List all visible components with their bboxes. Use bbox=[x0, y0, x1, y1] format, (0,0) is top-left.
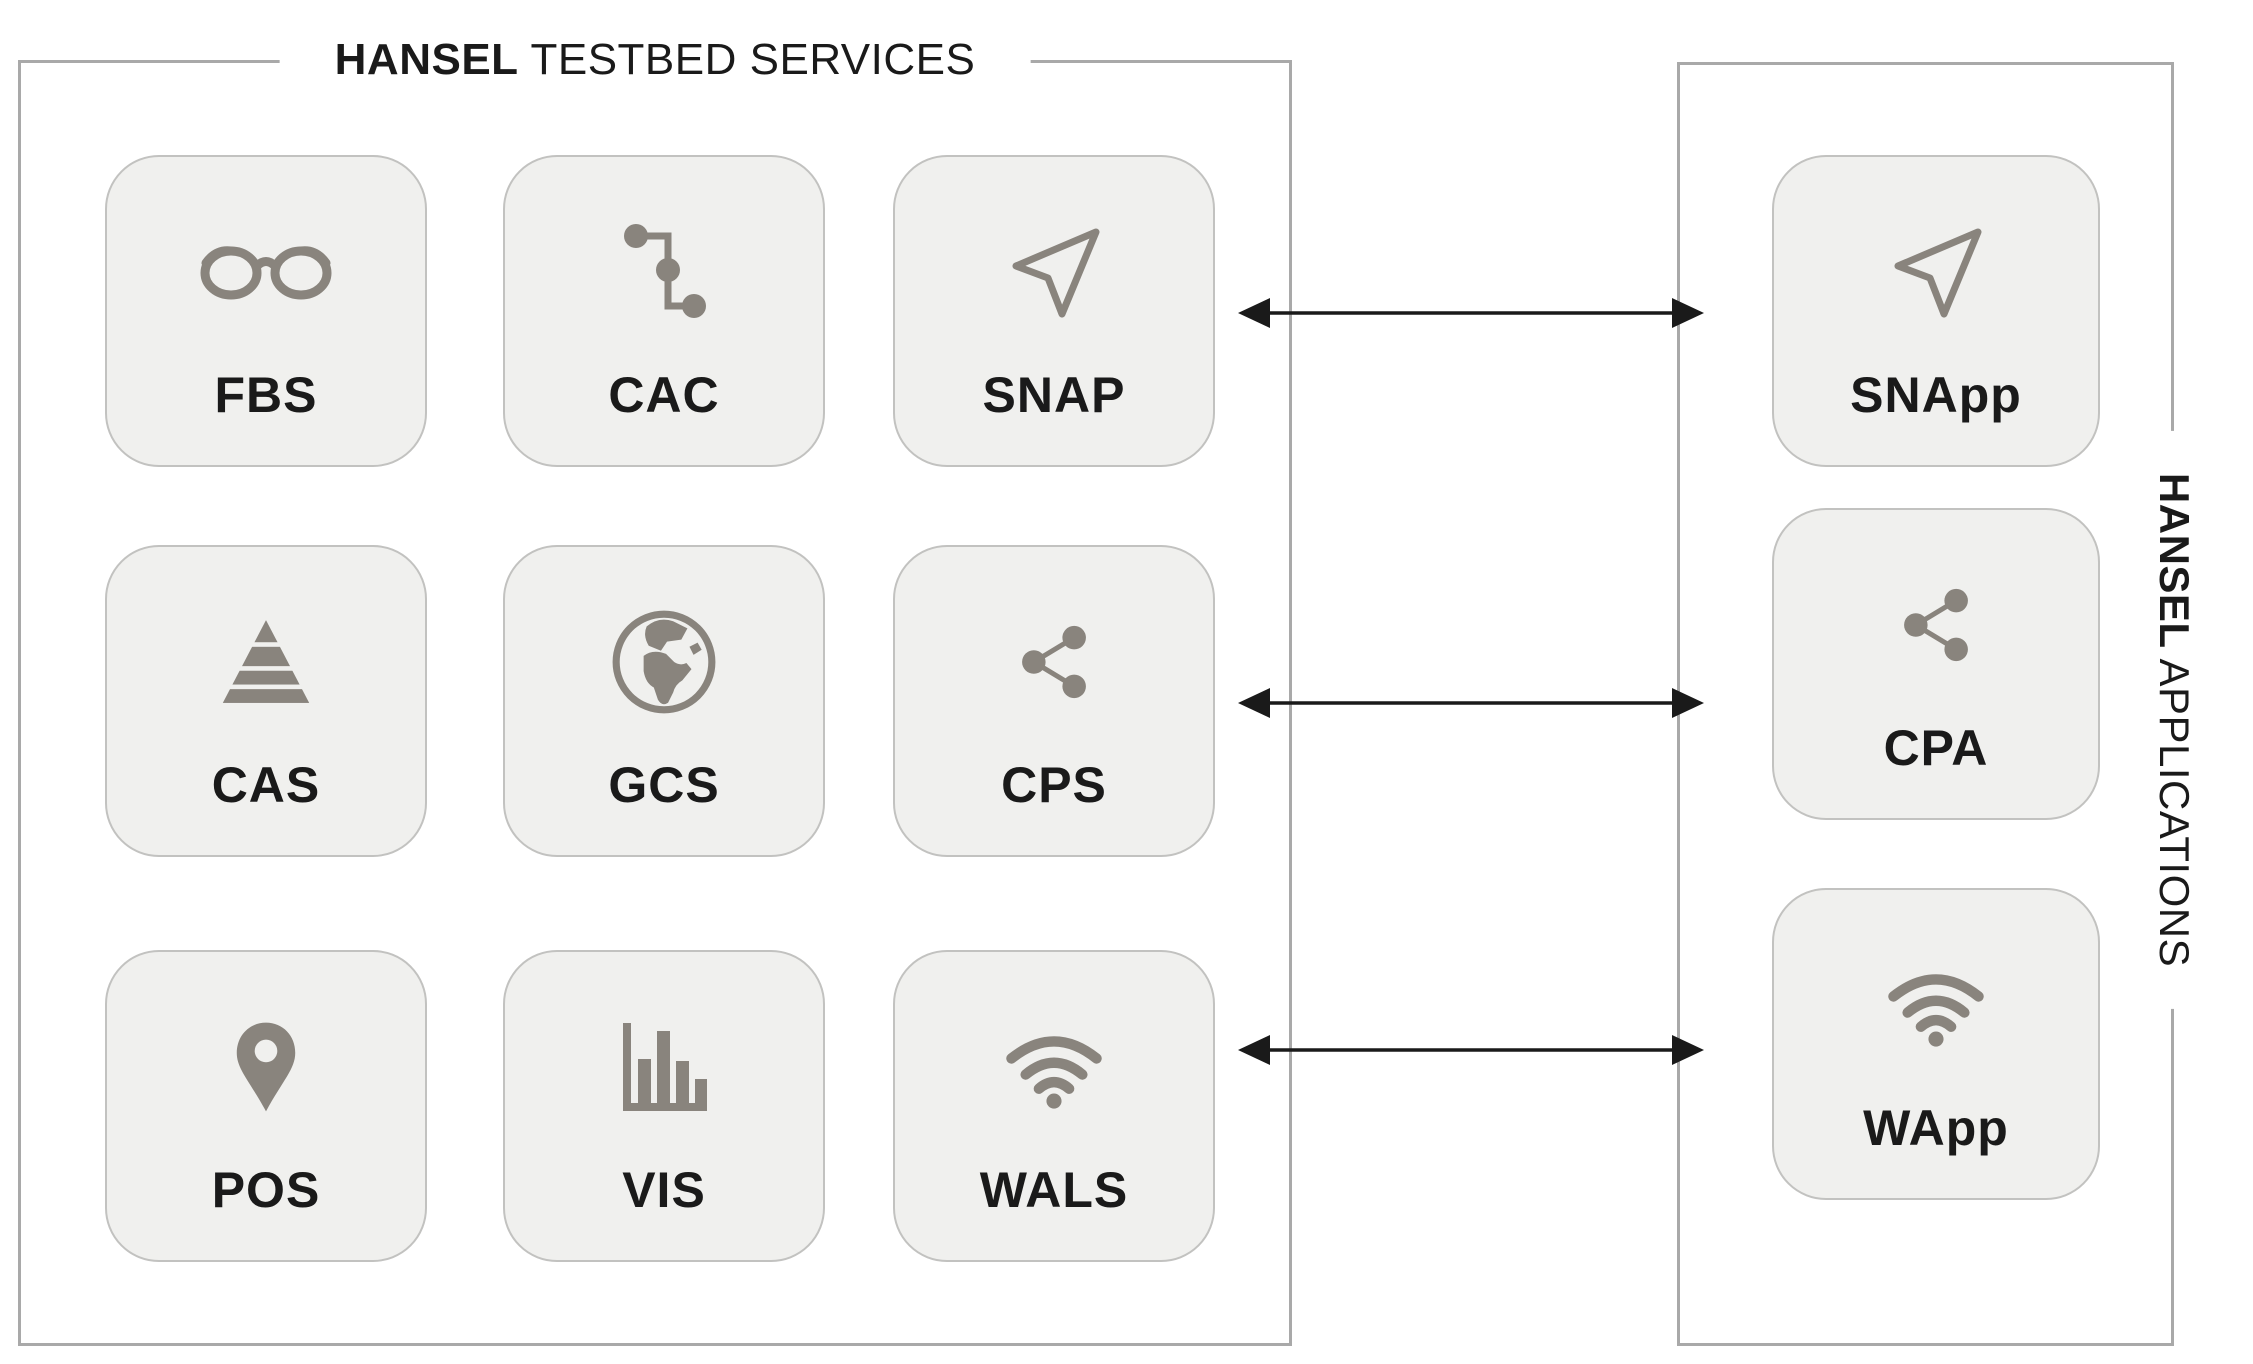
tile-label: WApp bbox=[1863, 1100, 2009, 1156]
map-pin-icon bbox=[233, 986, 299, 1148]
share-nodes-icon bbox=[1894, 544, 1978, 706]
tile-snapp: SNApp bbox=[1772, 155, 2100, 467]
tile-label: SNApp bbox=[1850, 367, 2022, 423]
bar-chart-icon bbox=[614, 986, 714, 1148]
tile-label: CAS bbox=[211, 757, 321, 813]
tile-cps: CPS bbox=[893, 545, 1215, 857]
tile-label: CPS bbox=[1001, 757, 1107, 813]
tile-cac: CAC bbox=[503, 155, 825, 467]
tile-wapp: WApp bbox=[1772, 888, 2100, 1200]
tile-gcs: GCS bbox=[503, 545, 825, 857]
tile-label: WALS bbox=[979, 1162, 1129, 1218]
tile-snap: SNAP bbox=[893, 155, 1215, 467]
bidirectional-arrow-snap-snapp bbox=[1236, 291, 1706, 335]
tile-label: POS bbox=[211, 1162, 321, 1218]
tile-cpa: CPA bbox=[1772, 508, 2100, 820]
title-bold-part: HANSEL bbox=[334, 35, 519, 84]
tile-cas: CAS bbox=[105, 545, 427, 857]
share-nodes-icon bbox=[1012, 581, 1096, 743]
bidirectional-arrow-cps-cpa bbox=[1236, 681, 1706, 725]
layered-pyramid-icon bbox=[220, 581, 312, 743]
tile-label: CAC bbox=[608, 367, 720, 423]
applications-title: HANSEL APPLICATIONS bbox=[2140, 430, 2208, 1010]
glasses-icon bbox=[196, 191, 336, 353]
tile-pos: POS bbox=[105, 950, 427, 1262]
wifi-icon bbox=[1884, 924, 1988, 1086]
tile-label: VIS bbox=[622, 1162, 706, 1218]
commit-path-icon bbox=[616, 191, 712, 353]
tile-vis: VIS bbox=[503, 950, 825, 1262]
globe-icon bbox=[608, 581, 720, 743]
title-rest-part: TESTBED SERVICES bbox=[518, 35, 976, 84]
tile-label: FBS bbox=[214, 367, 318, 423]
tile-wals: WALS bbox=[893, 950, 1215, 1262]
title-bold-part: HANSEL bbox=[2151, 472, 2198, 649]
title-rest-part: APPLICATIONS bbox=[2151, 648, 2198, 968]
bidirectional-arrow-wals-wapp bbox=[1236, 1028, 1706, 1072]
testbed-services-title: HANSEL TESTBED SERVICES bbox=[279, 29, 1031, 91]
wifi-icon bbox=[1002, 986, 1106, 1148]
tile-label: CPA bbox=[1883, 720, 1989, 776]
send-arrow-icon bbox=[1004, 191, 1104, 353]
tile-label: GCS bbox=[608, 757, 720, 813]
tile-fbs: FBS bbox=[105, 155, 427, 467]
tile-label: SNAP bbox=[982, 367, 1126, 423]
send-arrow-icon bbox=[1886, 191, 1986, 353]
